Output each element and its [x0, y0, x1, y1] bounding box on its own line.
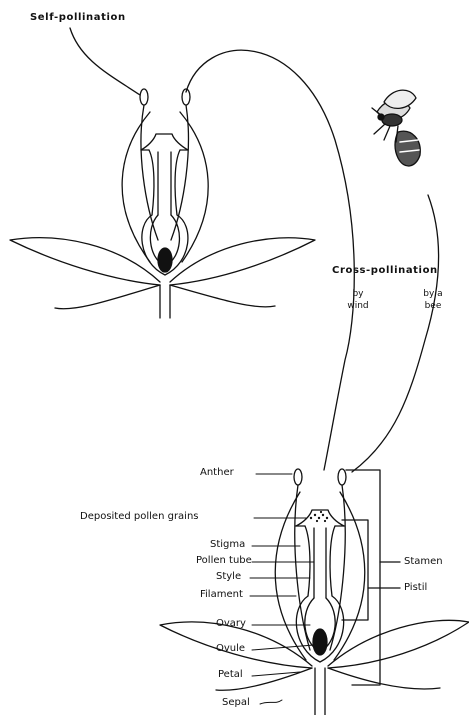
bottom-style	[305, 526, 335, 596]
deposited-pollen-grains	[310, 511, 328, 522]
stamen-bracket	[346, 470, 380, 685]
petal-label: Petal	[218, 669, 243, 680]
top-flower	[10, 28, 315, 318]
pistil-label: Pistil	[404, 582, 427, 593]
bottom-left-anther	[294, 469, 302, 485]
filament-label: Filament	[200, 589, 243, 600]
self-pollination-arrow	[70, 28, 140, 95]
bottom-pollen-tube	[314, 528, 326, 598]
top-ovule	[158, 248, 172, 272]
bottom-right-anther	[338, 469, 346, 485]
bottom-stem	[315, 668, 325, 715]
label-leaders	[250, 474, 314, 704]
bottom-petal-left	[275, 492, 306, 660]
by-bee-line2: bee	[419, 302, 447, 311]
top-sepal-right	[170, 238, 315, 285]
top-right-filament	[171, 105, 188, 240]
stigma-label: Stigma	[210, 539, 245, 550]
by-wind-line2: wind	[346, 302, 370, 311]
top-left-filament	[141, 105, 158, 240]
stamen-label: Stamen	[404, 556, 443, 567]
sepal-label: Sepal	[222, 697, 250, 708]
cross-pollination-label: Cross-pollination	[332, 265, 438, 276]
top-stem	[160, 285, 170, 318]
bottom-ovule	[313, 629, 327, 655]
top-sepal-left	[10, 238, 160, 285]
top-petal-left	[122, 112, 150, 262]
by-bee-line1: by a	[419, 290, 447, 299]
bottom-petal-right	[334, 492, 365, 660]
ovule-label: Ovule	[216, 643, 245, 654]
style-label: Style	[216, 571, 241, 582]
bee-illustration	[372, 90, 420, 166]
top-style	[149, 150, 180, 215]
self-pollination-label: Self-pollination	[30, 12, 126, 23]
anther-label: Anther	[200, 467, 234, 478]
top-left-anther	[140, 89, 148, 105]
deposited-pollen-label: Deposited pollen grains	[80, 511, 199, 522]
top-stigma	[141, 134, 188, 150]
pollen-tube-label: Pollen tube	[196, 555, 252, 566]
ovary-label: Ovary	[216, 618, 246, 629]
by-wind-line1: by	[346, 290, 370, 299]
bottom-sepal-right	[328, 620, 469, 668]
cross-pollination-bee-path	[352, 195, 439, 472]
